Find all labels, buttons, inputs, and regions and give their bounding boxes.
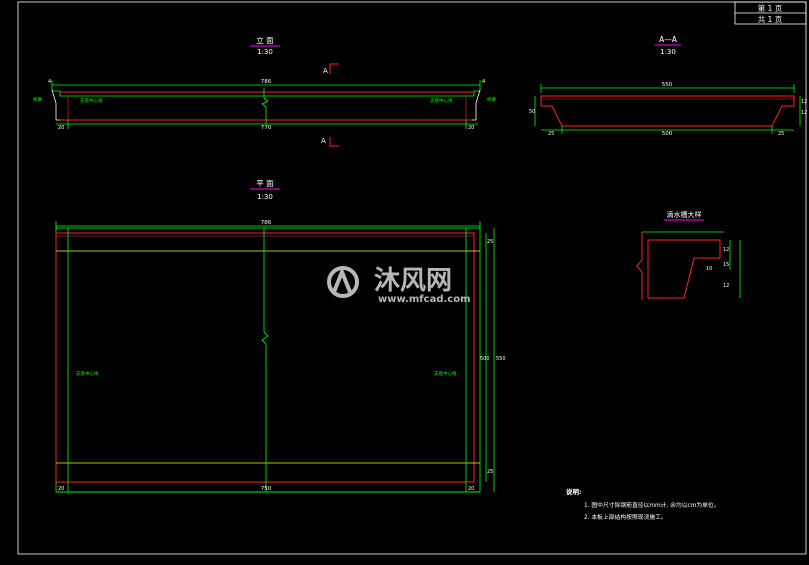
elev-dim-left: 20: [58, 125, 64, 131]
elev-right-center-label: 支座中心线: [430, 97, 453, 104]
plan-view: 平 面 1:30 786 25 500 550 25 支座中心线 支座中心线 2…: [55, 179, 506, 493]
elev-dim-total: 786: [261, 79, 272, 85]
plan-right-center-label: 支座中心线: [434, 370, 457, 377]
section-view: A—A 1:30 550 50 12 12 25 500 25: [529, 35, 807, 137]
section-dim-bottom: 500: [662, 131, 673, 137]
section-dim-right: 25: [778, 131, 784, 137]
elev-dim-h-left: 4: [48, 79, 51, 85]
plan-dim-height2: 550: [496, 356, 506, 362]
plan-dim-right: 20: [468, 486, 474, 492]
drawing-border: [17, 1, 807, 555]
elevation-scale: 1:30: [257, 48, 273, 56]
section-dim-height: 50: [529, 109, 535, 115]
elev-left-support-label: 桥墩: [33, 96, 42, 103]
drip-dim-d2: 15: [723, 262, 729, 268]
drip-detail-view: 滴水槽大样 12 15 12 10: [636, 210, 741, 300]
section-mark-top: A: [323, 67, 328, 75]
plan-dim-top: 786: [261, 220, 272, 226]
notes-block: 说明: 1. 图中尺寸除钢筋直径以mm计, 余均以cm为单位。 2. 本板上部结…: [566, 487, 720, 521]
watermark-logo-icon: [327, 266, 359, 298]
title-block: 第 1 页 共 1 页: [734, 1, 807, 25]
elev-dim-h-right: 4: [482, 79, 485, 85]
plan-dim-strip-bottom: 25: [487, 469, 493, 475]
plan-left-center-label: 支座中心线: [76, 370, 99, 377]
section-title: A—A: [659, 35, 678, 44]
plan-dim-height1: 500: [480, 356, 490, 362]
notes-item-2: 2. 本板上部结构按照现浇施工。: [584, 513, 667, 521]
section-dim-r2: 12: [801, 110, 807, 116]
section-dim-top: 550: [662, 82, 673, 88]
drip-title: 滴水槽大样: [667, 210, 702, 219]
elevation-view: 立 面 1:30 A A 786 4 4 桥墩 支座中心线 支座中心线 桥墩: [33, 35, 496, 147]
watermark: 沐风网 www.mfcad.com: [327, 266, 471, 305]
title-total-text: 共 1 页: [758, 15, 783, 24]
notes-item-1: 1. 图中尺寸除钢筋直径以mm计, 余均以cm为单位。: [584, 501, 720, 509]
section-scale: 1:30: [660, 48, 676, 56]
drip-dim-d4: 10: [706, 266, 712, 272]
elev-dim-right: 20: [468, 125, 474, 131]
drip-dim-d1: 12: [723, 247, 729, 253]
plan-dim-strip-top: 25: [487, 239, 493, 245]
drip-dim-d3: 12: [723, 283, 729, 289]
watermark-brand: 沐风网: [374, 266, 452, 296]
section-dim-r1: 12: [801, 99, 807, 105]
watermark-url: www.mfcad.com: [378, 294, 471, 305]
elev-dim-inner: 770: [261, 125, 272, 131]
title-sheet-text: 第 1 页: [758, 3, 783, 13]
section-dim-left: 25: [548, 131, 554, 137]
plan-title: 平 面: [256, 179, 274, 188]
plan-dim-bottom: 750: [261, 486, 272, 492]
section-mark-bottom: A: [321, 137, 326, 145]
notes-heading: 说明:: [566, 487, 582, 496]
plan-scale: 1:30: [257, 193, 273, 201]
plan-dim-left: 20: [58, 486, 64, 492]
elev-left-center-label: 支座中心线: [80, 97, 103, 104]
elev-right-support-label: 桥墩: [487, 96, 496, 103]
elevation-title: 立 面: [256, 35, 274, 45]
